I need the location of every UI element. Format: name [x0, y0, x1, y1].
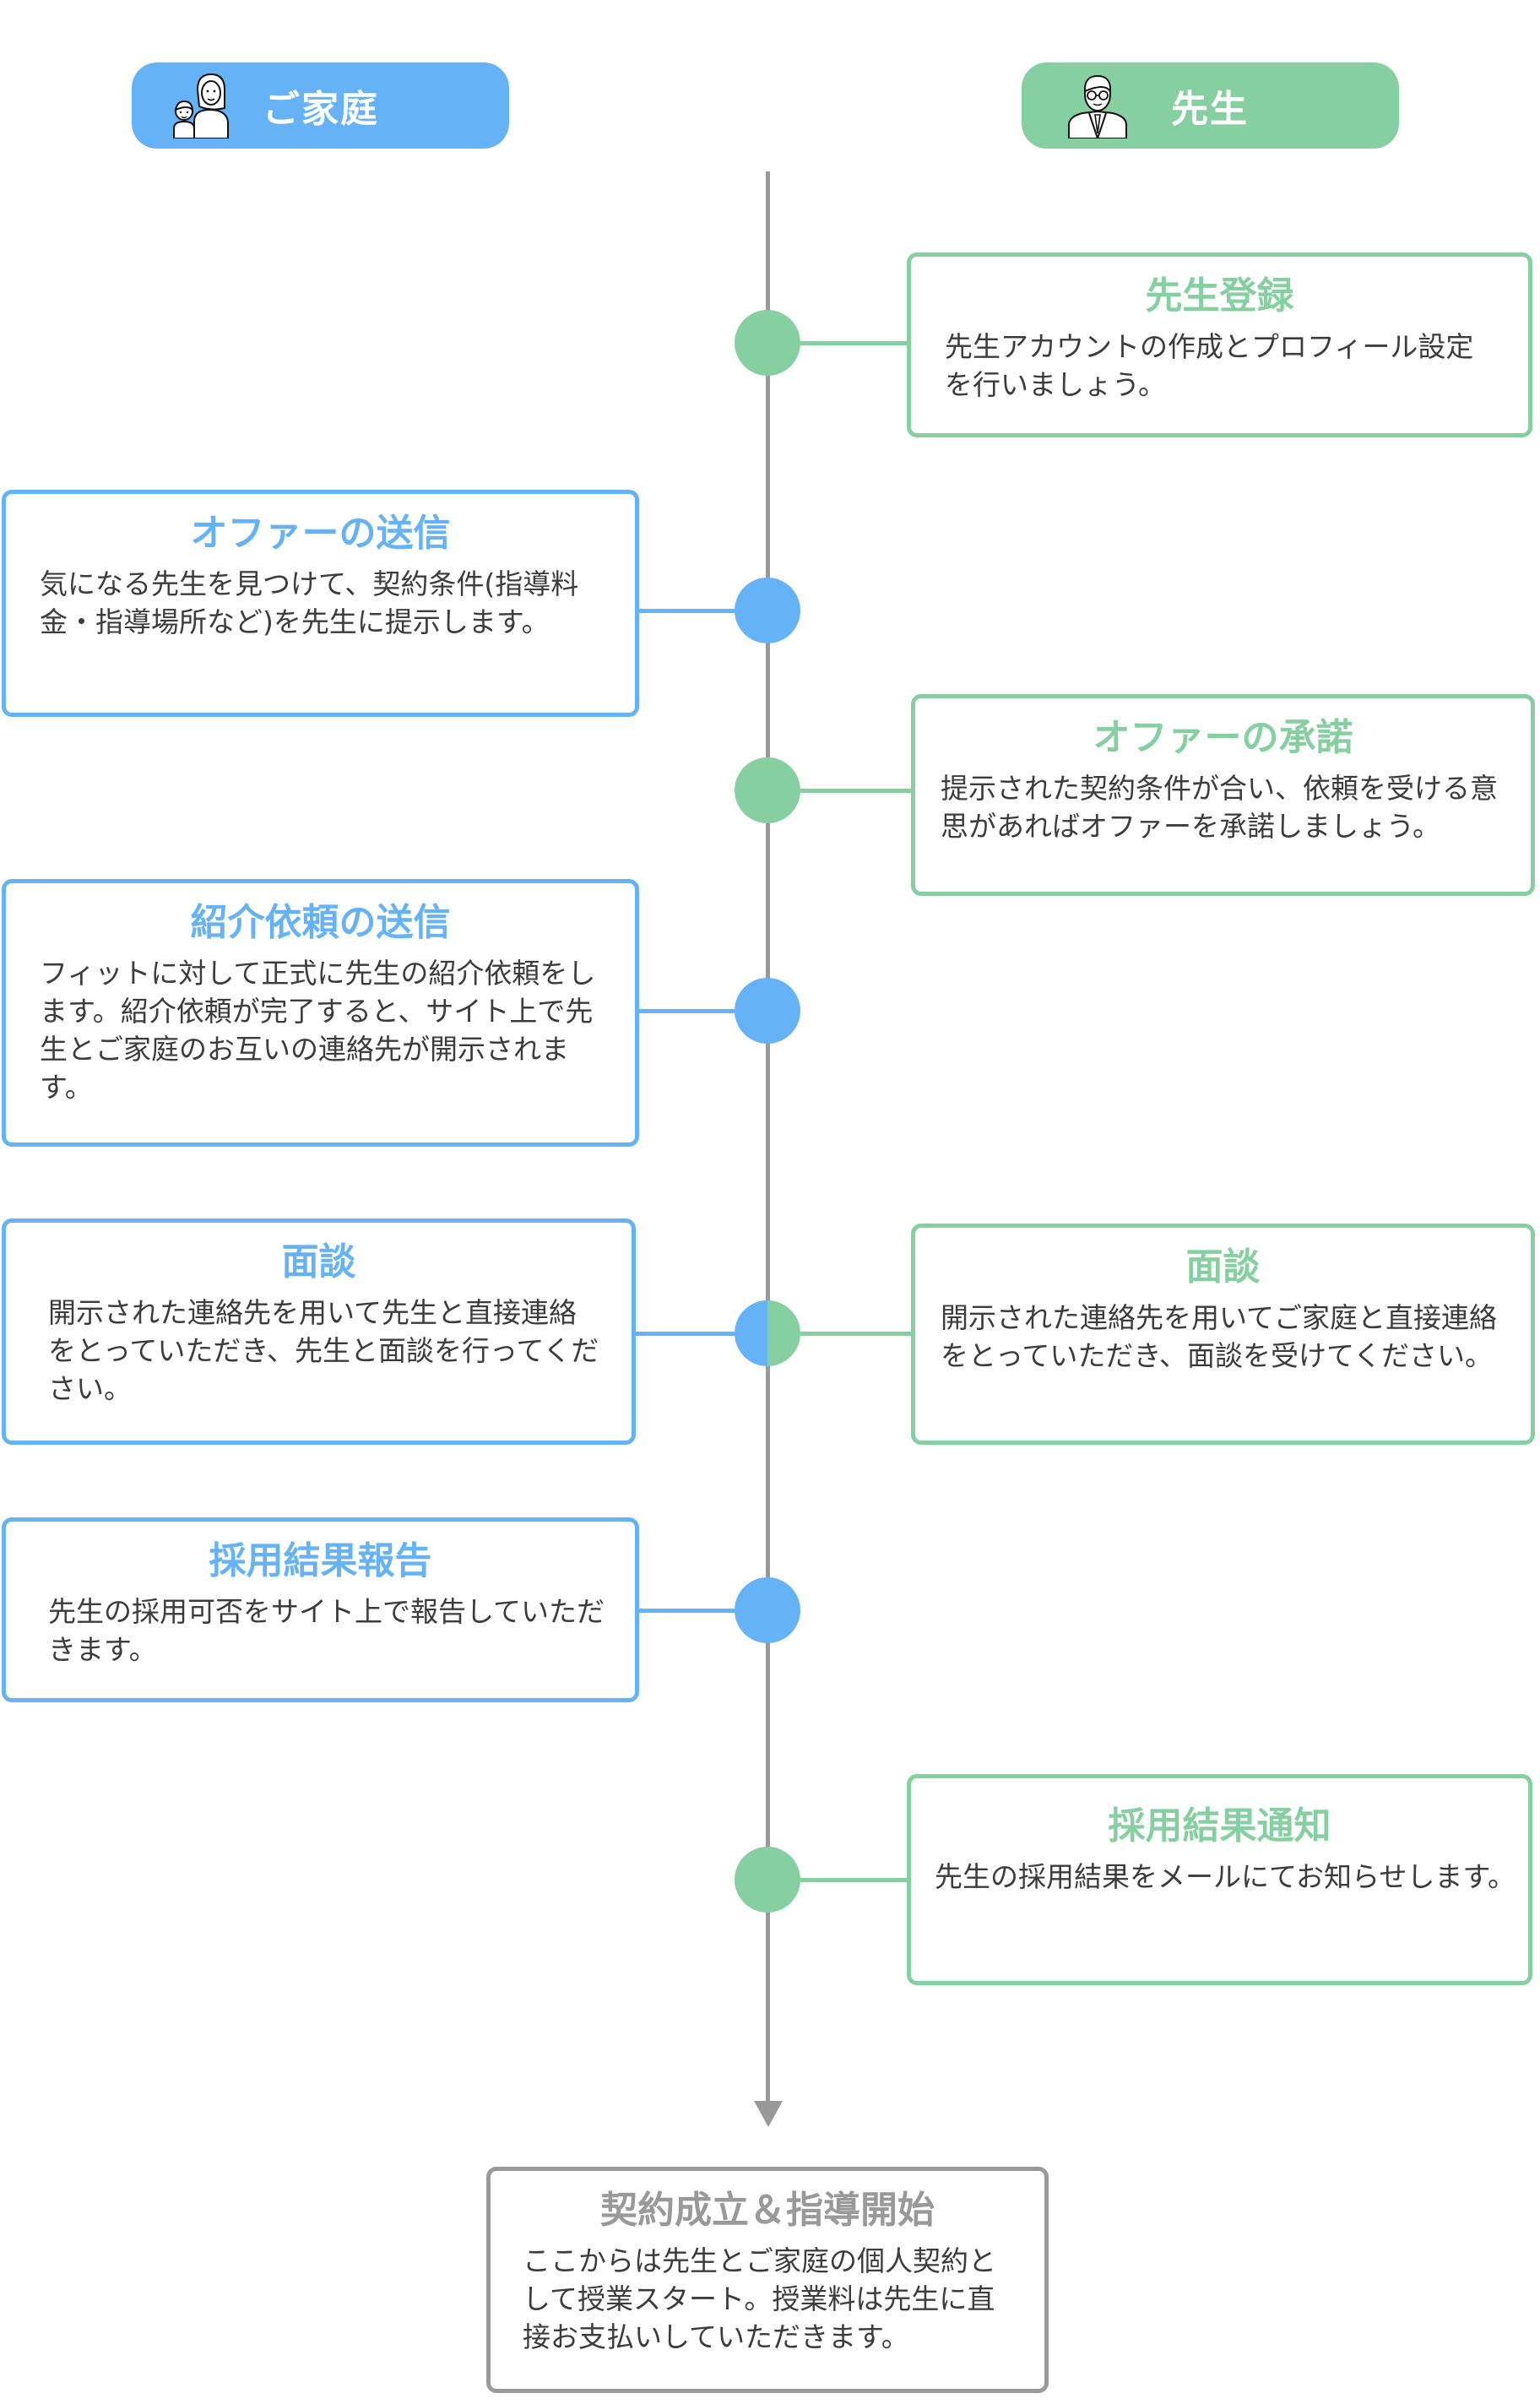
connector: [800, 1332, 914, 1336]
step-description: フィットに対して正式に先生の紹介依頼をします。紹介依頼が完了すると、サイト上で先…: [40, 957, 596, 1104]
step-card-interview-family: 面談 開示された連絡先を用いて先生と直接連絡をとっていただき、先生と面談を行って…: [2, 1218, 636, 1445]
step-description: 先生の採用可否をサイト上で報告していただきます。: [48, 1595, 605, 1666]
step-card-teacher-registration: 先生登録 先生アカウントの作成とプロフィール設定を行いましょう。: [907, 252, 1532, 437]
step-description: 気になる先生を見つけて、契約条件(指導料金・指導場所など)を先生に提示します。: [40, 567, 579, 638]
connector: [800, 789, 914, 793]
step-description: 先生の採用結果をメールにてお知らせします。: [935, 1860, 1516, 1893]
timeline-dot-shared: [735, 1300, 800, 1366]
step-description: 先生アカウントの作成とプロフィール設定を行いましょう。: [945, 330, 1474, 401]
step-card-accept-offer: オファーの承諾 提示された契約条件が合い、依頼を受ける意思があればオファーを承諾…: [911, 694, 1535, 896]
step-card-hiring-result-report: 採用結果報告 先生の採用可否をサイト上で報告していただきます。: [2, 1517, 639, 1702]
timeline-dot: [735, 757, 800, 823]
step-description: 提示された契約条件が合い、依頼を受ける意思があればオファーを承諾しましょう。: [941, 772, 1498, 843]
step-card-send-introduction-request: 紹介依頼の送信 フィットに対して正式に先生の紹介依頼をします。紹介依頼が完了する…: [2, 879, 639, 1147]
timeline-line: [766, 171, 770, 2105]
step-title: オファーの送信: [190, 512, 451, 555]
step-title: 採用結果報告: [209, 1539, 432, 1582]
step-description: 開示された連絡先を用いてご家庭と直接連絡をとっていただき、面談を受けてください。: [941, 1301, 1498, 1372]
timeline-dot: [735, 978, 800, 1044]
mother-child-avatar-icon: [173, 73, 229, 138]
connector: [635, 609, 736, 613]
final-description: ここからは先生とご家庭の個人契約として授業スタート。授業料は先生に直接お支払いし…: [523, 2244, 996, 2353]
step-card-interview-teacher: 面談 開示された連絡先を用いてご家庭と直接連絡をとっていただき、面談を受けてくだ…: [911, 1224, 1535, 1445]
step-card-hiring-result-notification: 採用結果通知 先生の採用結果をメールにてお知らせします。: [907, 1774, 1532, 1985]
connector: [635, 1009, 736, 1013]
timeline-dot: [735, 578, 800, 643]
teacher-header: 先生: [1022, 62, 1399, 149]
timeline-arrow-down-icon: [754, 2101, 783, 2127]
family-header-label: ご家庭: [263, 88, 379, 131]
step-title: オファーの承諾: [1093, 716, 1353, 759]
step-title: 面談: [281, 1240, 356, 1283]
step-title: 先生登録: [1145, 274, 1294, 317]
timeline-dot: [735, 310, 800, 376]
connector: [800, 1878, 910, 1882]
timeline-dot: [735, 1577, 800, 1643]
step-title: 紹介依頼の送信: [190, 901, 451, 944]
final-title: 契約成立＆指導開始: [600, 2189, 935, 2232]
step-description: 開示された連絡先を用いて先生と直接連絡をとっていただき、先生と面談を行ってくださ…: [48, 1296, 599, 1405]
teacher-header-label: 先生: [1171, 88, 1249, 131]
timeline-dot: [735, 1847, 800, 1913]
final-card-contract-start: 契約成立＆指導開始 ここからは先生とご家庭の個人契約として授業スタート。授業料は…: [486, 2167, 1049, 2393]
step-title: 面談: [1185, 1245, 1261, 1289]
step-title: 採用結果通知: [1108, 1804, 1331, 1848]
teacher-avatar-icon: [1068, 74, 1127, 138]
step-card-send-offer: オファーの送信 気になる先生を見つけて、契約条件(指導料金・指導場所など)を先生…: [2, 490, 639, 717]
connector: [635, 1609, 736, 1613]
connector: [632, 1332, 736, 1336]
connector: [800, 341, 910, 345]
family-header: ご家庭: [132, 62, 509, 149]
